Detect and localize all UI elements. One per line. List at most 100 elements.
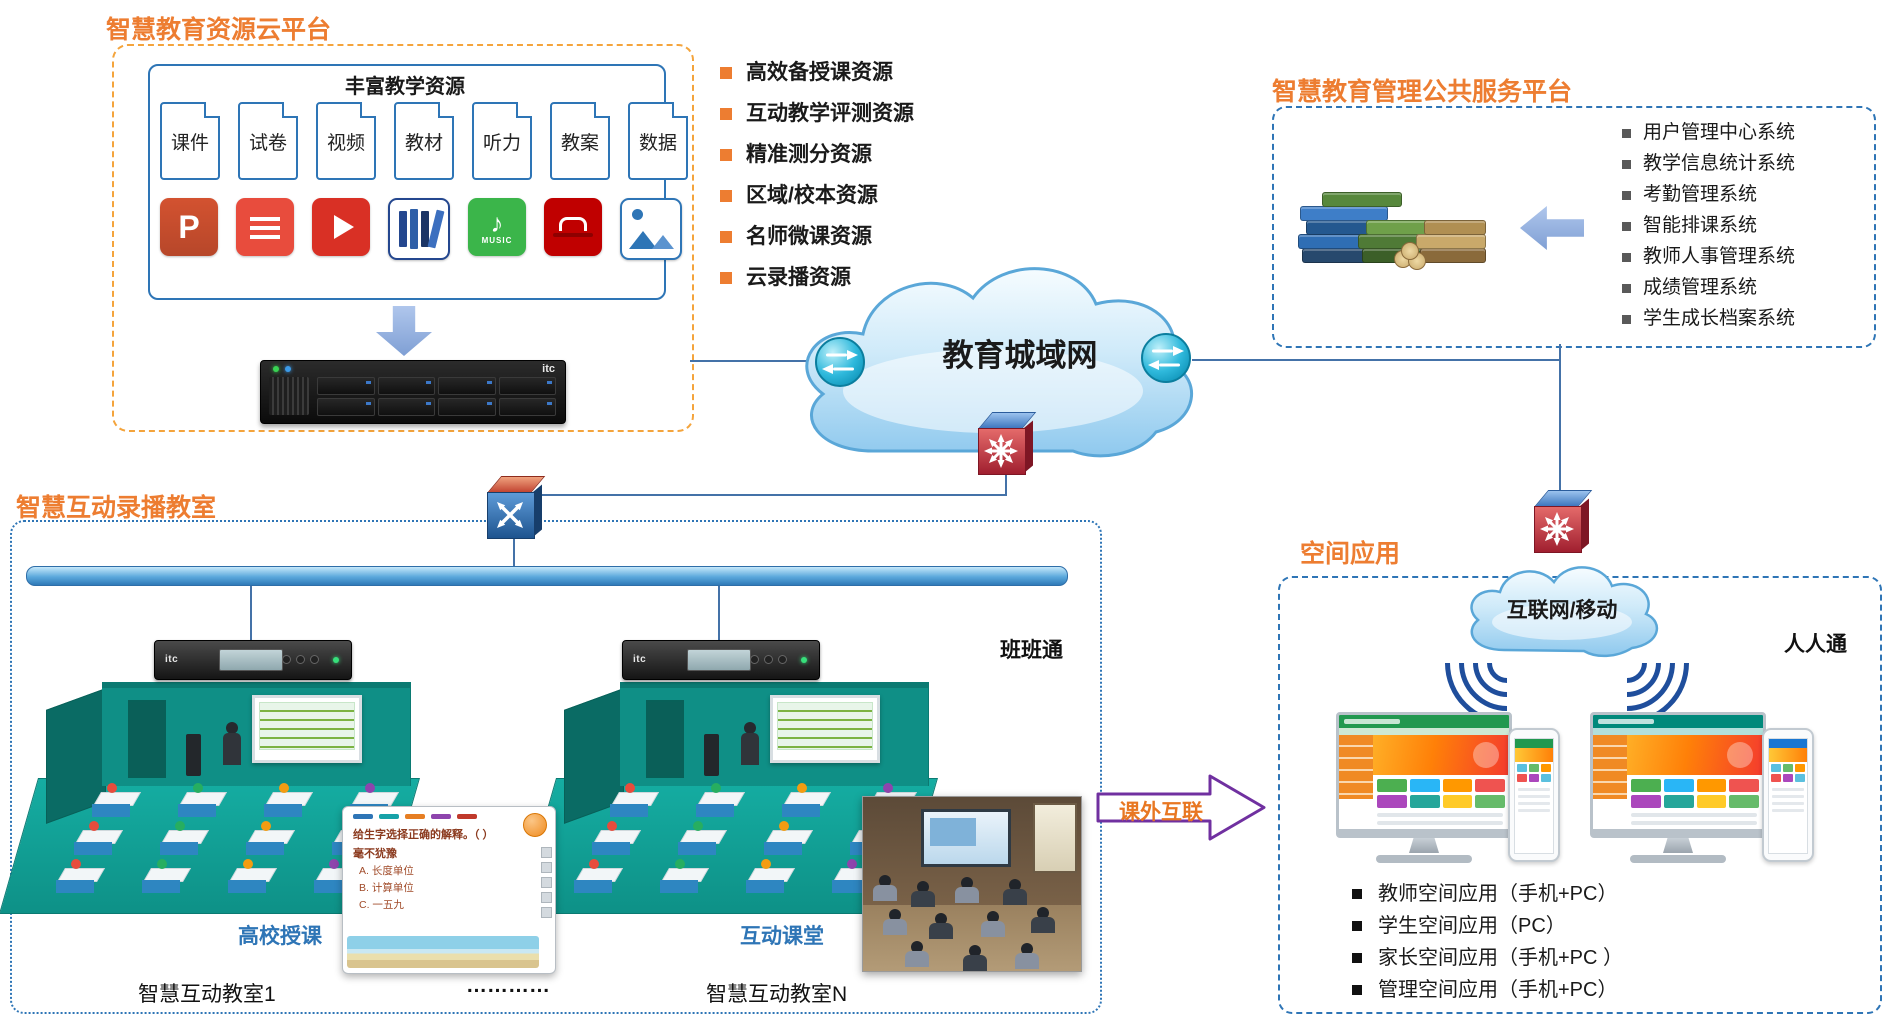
resource-platform-box [112, 44, 694, 432]
podium [186, 734, 201, 776]
core-switch-icon [978, 412, 1037, 475]
list-item: 家长空间应用（手机+PC ） [1352, 946, 1623, 970]
teacher-figure [740, 722, 760, 768]
resource-platform-title: 智慧教育资源云平台 [106, 16, 332, 44]
renrentong-label: 人人通 [1784, 633, 1847, 656]
classroom-section-title: 智慧互动录播教室 [16, 494, 217, 522]
list-item: 管理空间应用（手机+PC） [1352, 978, 1623, 1002]
classroom-illustration-1 [0, 682, 426, 920]
doc-icon: 教案 [550, 102, 610, 180]
doc-label: 教材 [404, 132, 443, 154]
doc-icon: 听力 [472, 102, 532, 180]
student-desk [178, 783, 222, 820]
pumpkin-icon [523, 813, 547, 837]
classroom-switch-icon [487, 476, 546, 539]
app-item: 家长空间应用（手机+PC ） [1378, 947, 1624, 969]
video-icon [312, 198, 370, 256]
recorder-device-1: itc [154, 640, 352, 680]
student-desk [696, 783, 740, 820]
podium [704, 734, 719, 776]
list-item: 互动教学评测资源 [720, 101, 914, 126]
document-icon [236, 198, 294, 256]
student-desk [574, 859, 618, 896]
doc-label: 课件 [170, 132, 209, 154]
system-item: 用户管理中心系统 [1643, 122, 1796, 143]
student-desk [610, 783, 654, 820]
system-item: 智能排课系统 [1643, 215, 1758, 236]
doc-label: 教案 [560, 132, 599, 154]
courseware-screenshot: 给生字选择正确的解释。（ ） 毫不犹豫 A. 长度单位 B. 计算单位 C. 一… [342, 806, 556, 974]
interactive-whiteboard [252, 695, 362, 763]
powerpoint-icon: P [160, 198, 218, 256]
list-item: 区域/校本资源 [720, 183, 914, 208]
portal-screen [1590, 712, 1766, 838]
feature-item: 名师微课资源 [746, 225, 872, 248]
connector-line [1005, 470, 1007, 496]
student-desk [142, 859, 186, 896]
connector-line [690, 360, 830, 362]
bullet-icon [1622, 283, 1631, 293]
doc-label: 数据 [638, 132, 677, 154]
doc-label: 听力 [482, 132, 521, 154]
bullet-icon [1622, 252, 1631, 262]
ellipsis-label: ………… [466, 974, 550, 997]
banbantong-label: 班班通 [1000, 639, 1063, 662]
list-item: 成绩管理系统 [1622, 277, 1795, 299]
phone-2 [1762, 728, 1814, 862]
bullet-icon [1352, 985, 1362, 995]
bullet-icon [720, 189, 732, 202]
list-item: 高效备授课资源 [720, 60, 914, 85]
server-brand-label: itc [542, 363, 555, 375]
classroom-photo [862, 796, 1082, 972]
teaching-resources-subtitle: 丰富教学资源 [345, 76, 465, 98]
management-platform-title: 智慧教育管理公共服务平台 [1272, 78, 1573, 106]
window [1033, 803, 1077, 873]
doc-icon: 视频 [316, 102, 376, 180]
doc-label: 视频 [326, 132, 365, 154]
resource-features-list: 高效备授课资源 互动教学评测资源 精准测分资源 区域/校本资源 名师微课资源 云… [720, 60, 914, 290]
list-item: 名师微课资源 [720, 224, 914, 249]
pc-monitor-2 [1590, 712, 1766, 863]
interactive-whiteboard [770, 695, 880, 763]
doc-icon: 数据 [628, 102, 688, 180]
interactive-label: 互动课堂 [740, 925, 824, 948]
list-item: 智能排课系统 [1622, 215, 1795, 237]
internet-cloud [1470, 566, 1659, 658]
teaching-resources-box [148, 64, 666, 300]
student-desk [678, 821, 722, 858]
teacher-figure [222, 722, 242, 768]
quiz-option: B. 计算单位 [359, 882, 414, 894]
feature-item: 区域/校本资源 [746, 184, 878, 207]
phone-1 [1508, 728, 1560, 862]
student-desk [764, 821, 808, 858]
courseware-toolbar [343, 807, 555, 823]
bullet-icon [720, 66, 732, 79]
bridge-label: 课外互联 [1119, 801, 1203, 824]
bridge-arrow [1096, 774, 1266, 841]
connector-line [513, 534, 515, 568]
list-item: 精准测分资源 [720, 142, 914, 167]
list-item: 用户管理中心系统 [1622, 122, 1795, 144]
student-desk [92, 783, 136, 820]
bullet-icon [720, 271, 732, 284]
system-item: 教师人事管理系统 [1643, 246, 1796, 267]
connector-line [1192, 359, 1560, 361]
system-item: 学生成长档案系统 [1643, 308, 1796, 329]
wan-cloud-label: 教育城域网 [942, 338, 1098, 373]
bullet-icon [1622, 159, 1631, 169]
internet-switch-icon [1534, 490, 1593, 553]
router-icon-right [1141, 333, 1191, 383]
bullet-icon [1622, 128, 1631, 138]
space-apps-list: 教师空间应用（手机+PC） 学生空间应用（PC） 家长空间应用（手机+PC ） … [1352, 882, 1623, 1002]
education-wan-cloud [805, 267, 1194, 458]
student-desk [246, 821, 290, 858]
quiz-option: C. 一五九 [359, 899, 404, 911]
phone-screen [1768, 738, 1808, 854]
image-icon [620, 198, 682, 260]
system-item: 考勤管理系统 [1643, 184, 1758, 205]
pc-monitor-1 [1336, 712, 1512, 863]
quiz-phrase: 毫不犹豫 [353, 848, 397, 860]
student-desk [264, 783, 308, 820]
beach-image [347, 936, 539, 968]
